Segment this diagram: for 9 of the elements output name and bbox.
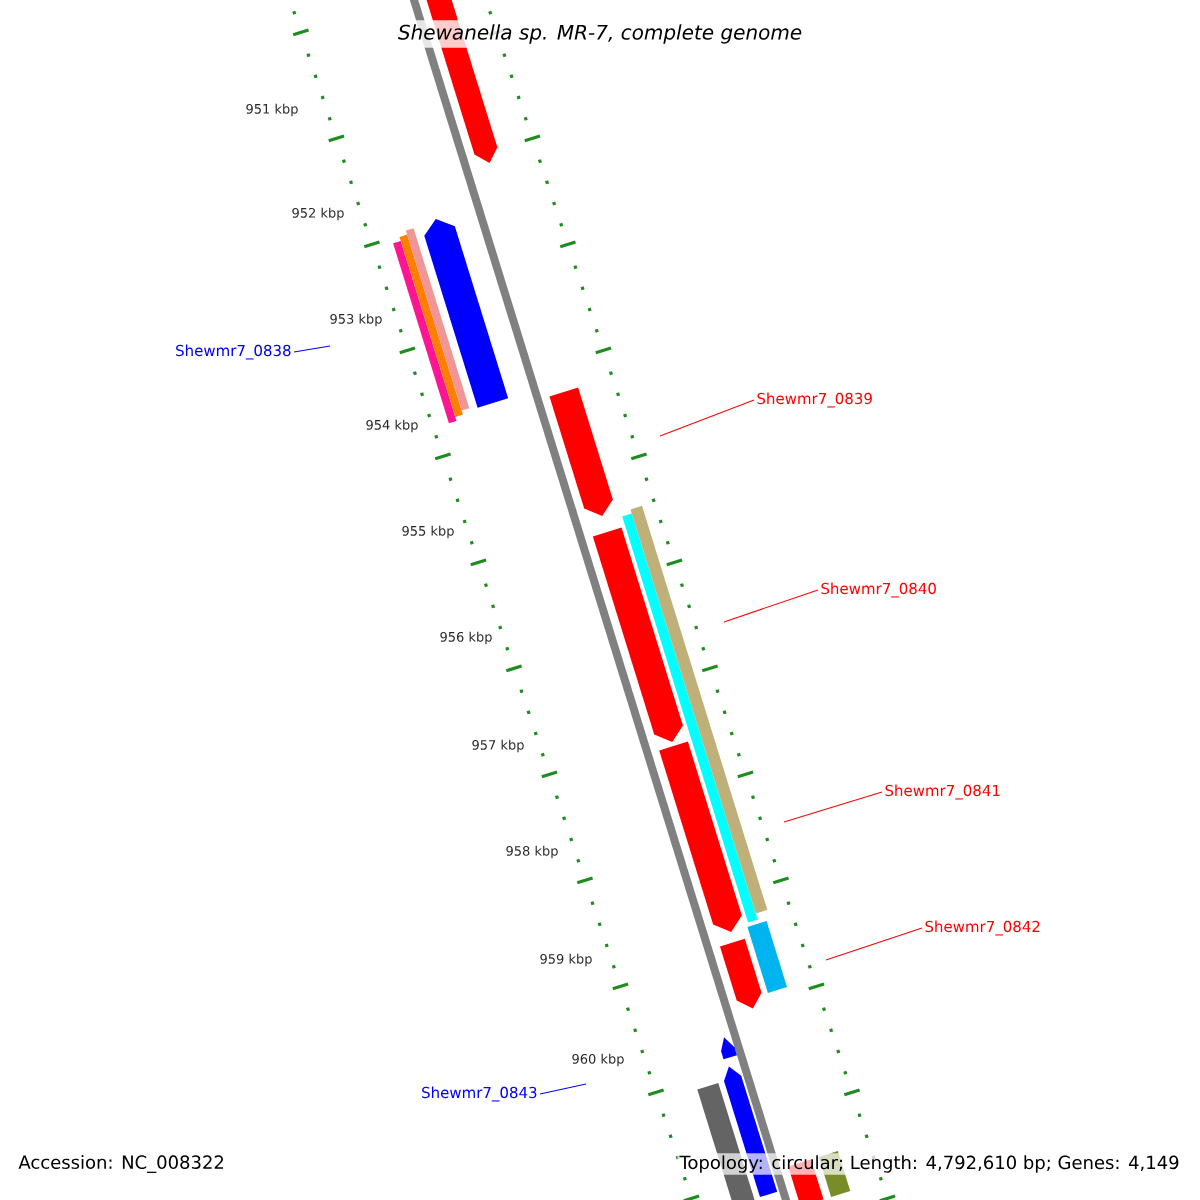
leader-line bbox=[539, 1083, 587, 1095]
leader-line bbox=[723, 589, 819, 623]
title: Shewanella sp. MR-7, complete genome bbox=[393, 20, 807, 48]
leader-line bbox=[659, 399, 755, 437]
accession-text: Accession: NC_008322 bbox=[18, 1155, 224, 1173]
leader-line bbox=[825, 927, 923, 961]
leader-line bbox=[783, 791, 883, 823]
leader-line bbox=[293, 345, 331, 353]
genome-info-text: Topology: circular; Length: 4,792,610 bp; Genes: 4,149 bbox=[677, 1153, 1182, 1175]
